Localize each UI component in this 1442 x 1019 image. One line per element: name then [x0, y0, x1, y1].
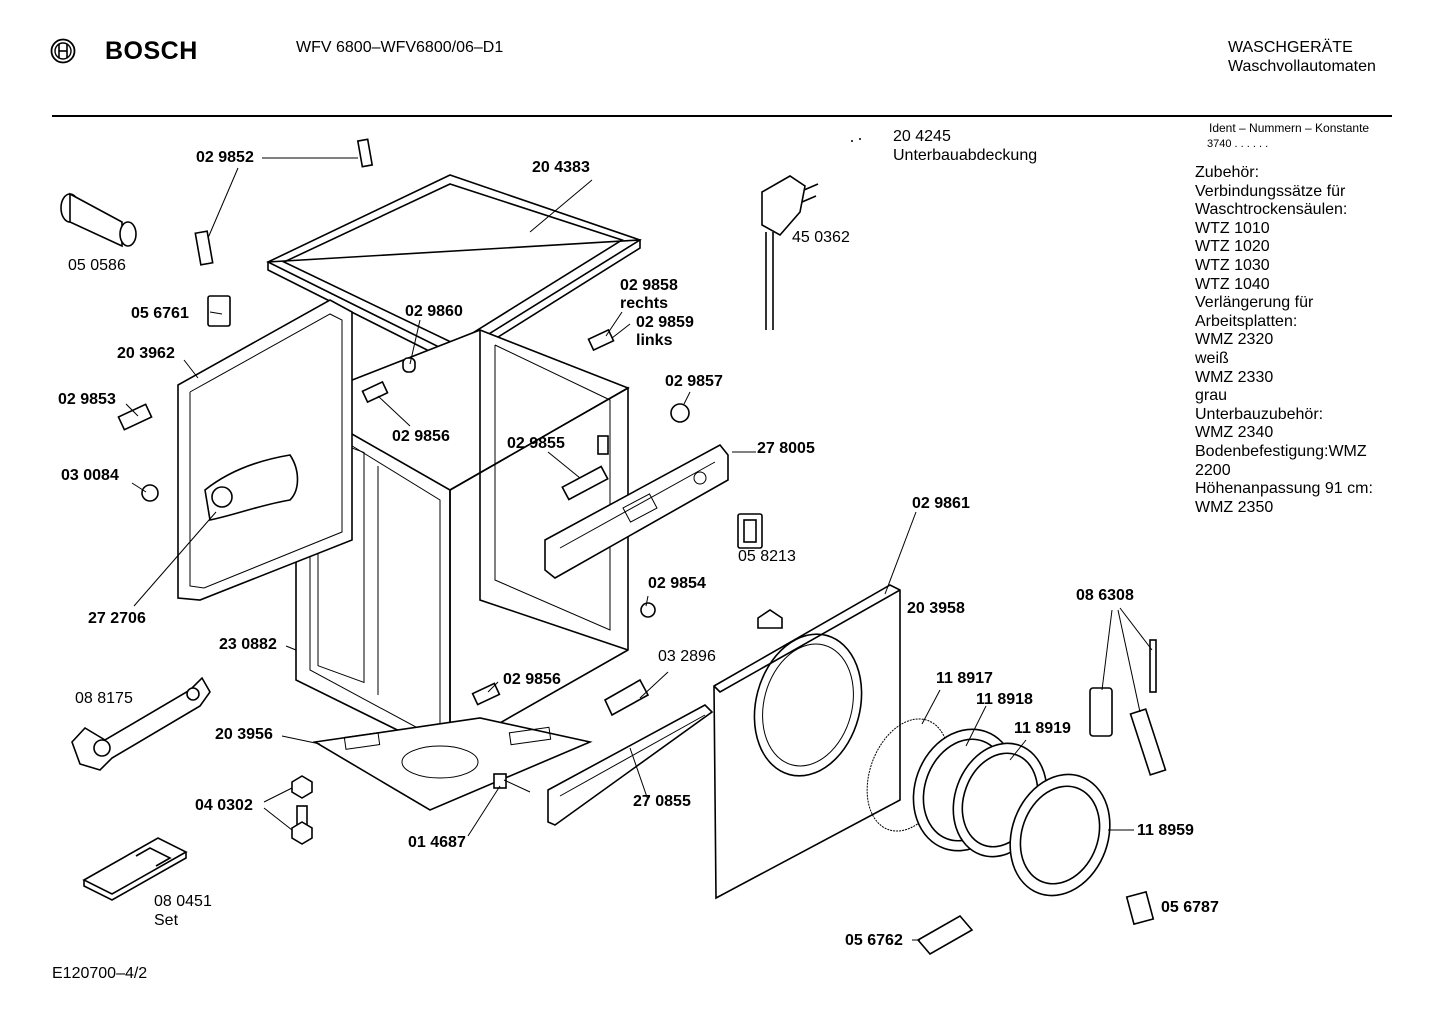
- accessory-line: WMZ 2350: [1195, 498, 1274, 516]
- ident-title: Ident – Nummern – Konstante: [1209, 121, 1370, 135]
- accessory-line: Höhenanpassung 91 cm:: [1195, 480, 1373, 498]
- part-label: 11 8917: [936, 670, 993, 687]
- accessory-line: WMZ 2320: [1195, 331, 1274, 349]
- front-panel-part: [713, 584, 901, 900]
- screw-part: [291, 775, 313, 845]
- part-label: 03 2896: [658, 648, 716, 665]
- part-label: 05 8213: [738, 548, 796, 565]
- part-label: 05 6787: [1161, 899, 1219, 916]
- accessory-line: Arbeitsplatten:: [1195, 312, 1298, 330]
- part-label: 02 9852: [196, 149, 254, 166]
- accessory-line: WTZ 1010: [1195, 219, 1270, 237]
- part-label: Set: [154, 912, 179, 929]
- part-label: 02 9856: [392, 428, 450, 445]
- ident-value: 3740 . . . . . .: [1207, 138, 1269, 150]
- part-label: 05 0586: [68, 257, 126, 274]
- accessory-line: WMZ 2340: [1195, 424, 1274, 442]
- accessory-line: Verbindungssätze für: [1195, 182, 1346, 200]
- accessory-line: Verlängerung für: [1195, 294, 1314, 312]
- rear-panel-part: [177, 299, 353, 601]
- part-label: 02 9858: [620, 277, 678, 294]
- door-assembly-part: [866, 718, 1111, 897]
- bosch-logo-icon: [50, 38, 76, 64]
- part-label: 45 0362: [792, 229, 850, 246]
- part-label: 01 4687: [408, 834, 466, 851]
- footer-code: E120700–4/2: [52, 965, 148, 982]
- accessory-line: WTZ 1020: [1195, 238, 1270, 256]
- part-label: 11 8919: [1014, 720, 1071, 737]
- part-label: links: [636, 332, 673, 349]
- top-cover-part: [266, 174, 642, 365]
- subcategory-title: Waschvollautomaten: [1228, 58, 1376, 75]
- spanner-part: [71, 676, 211, 771]
- part-label: rechts: [620, 295, 669, 312]
- header-divider: [52, 115, 1392, 117]
- accessory-line: weiß: [1195, 349, 1229, 367]
- part-label: 03 0084: [61, 467, 119, 484]
- accessory-line: 2200: [1195, 461, 1231, 479]
- accessory-line: Bodenbefestigung:WMZ: [1195, 442, 1367, 460]
- part-label: 02 9857: [665, 373, 723, 390]
- part-label: 08 6308: [1076, 587, 1134, 604]
- accessory-line: WTZ 1030: [1195, 256, 1270, 274]
- part-label: 02 9856: [503, 671, 561, 688]
- note-number: 20 4245: [893, 128, 951, 145]
- part-label: 11 8918: [976, 691, 1033, 708]
- note-text: Unterbauabdeckung: [893, 147, 1038, 164]
- leader-lines: [125, 157, 1153, 941]
- brand-name: BOSCH: [105, 37, 198, 65]
- part-label: 27 0855: [633, 793, 691, 810]
- part-label: 27 8005: [757, 440, 815, 457]
- part-label: 02 9861: [912, 495, 970, 512]
- part-label: 05 6761: [131, 305, 189, 322]
- small-clips: [117, 138, 1167, 956]
- part-label: 27 2706: [88, 610, 146, 627]
- filter-plug-part: [60, 192, 137, 248]
- accessory-line: grau: [1195, 387, 1228, 405]
- part-label: 04 0302: [195, 797, 253, 814]
- part-label: 23 0882: [219, 636, 277, 653]
- part-label: 08 8175: [75, 690, 133, 707]
- part-label: 05 6762: [845, 932, 903, 949]
- marker-dot: [851, 140, 853, 142]
- mains-plug-part: [761, 175, 819, 330]
- part-label: 08 0451: [154, 893, 212, 910]
- accessory-line: Zubehör:: [1195, 164, 1260, 181]
- part-label: 02 9854: [648, 575, 706, 592]
- part-label: 02 9859: [636, 314, 694, 331]
- marker-dot: [859, 138, 861, 140]
- accessory-line: WTZ 1040: [1195, 275, 1270, 293]
- accessory-line: Waschtrockensäulen:: [1195, 201, 1348, 219]
- part-label: 11 8959: [1137, 822, 1194, 839]
- part-label: 02 9860: [405, 303, 463, 320]
- accessory-line: WMZ 2330: [1195, 368, 1274, 386]
- part-label: 20 4383: [532, 159, 590, 176]
- part-label: 02 9853: [58, 391, 116, 408]
- part-label: 20 3958: [907, 600, 965, 617]
- part-label: 20 3962: [117, 345, 175, 362]
- model-title: WFV 6800–WFV6800/06–D1: [296, 39, 504, 56]
- base-plate-part: [312, 717, 593, 811]
- accessory-line: Unterbauzubehör:: [1195, 405, 1324, 423]
- part-label: 02 9855: [507, 435, 565, 452]
- set-plate-part: [82, 837, 188, 901]
- category-title: WASCHGERÄTE: [1228, 39, 1353, 56]
- part-label: 20 3956: [215, 726, 273, 743]
- control-bracket-part: [544, 443, 729, 579]
- accessories-list: Zubehör: Verbindungssätze für Waschtrock…: [1195, 164, 1395, 517]
